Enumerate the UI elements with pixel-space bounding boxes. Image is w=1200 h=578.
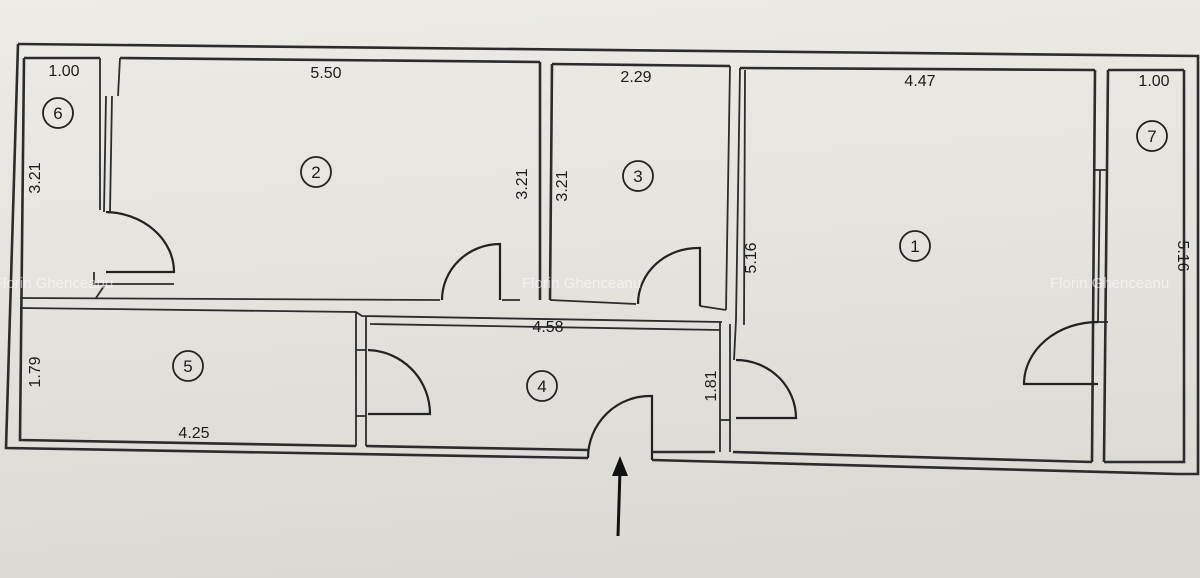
room-4-circle — [526, 370, 558, 402]
door-room1 — [735, 358, 798, 420]
room-3-circle — [622, 160, 654, 192]
room-7-number: 7 — [1147, 127, 1156, 146]
door-room7 — [1022, 320, 1099, 386]
watermark-center: Florin Ghenceanu — [522, 275, 641, 292]
dim-room2-height: 3.21 — [514, 168, 531, 199]
room-5-circle — [172, 350, 204, 382]
dim-room7-width: 1.00 — [1138, 73, 1169, 90]
dim-room4-height: 1.81 — [703, 370, 720, 401]
outer-walls — [4, 42, 1200, 476]
interior-walls — [19, 57, 1110, 463]
dim-room1-width: 4.47 — [904, 73, 935, 90]
room-2-circle — [300, 156, 332, 188]
room-4-number: 4 — [537, 377, 546, 396]
room-6-number: 6 — [53, 104, 62, 123]
room-number-markers — [42, 97, 1168, 402]
room-1-number: 1 — [910, 237, 919, 256]
dim-room2-width: 5.50 — [310, 65, 341, 82]
room-7-circle — [1136, 120, 1168, 152]
room-6-circle — [42, 97, 74, 129]
dim-room7-height: 5.16 — [1174, 240, 1191, 271]
dim-room4-width: 4.58 — [532, 319, 563, 336]
door-room3 — [636, 246, 702, 306]
dim-room5-width: 4.25 — [178, 425, 209, 442]
watermark-left: Florin Ghenceanu — [0, 275, 113, 292]
dim-room3-width: 2.29 — [620, 69, 651, 86]
watermark-right: Florin Ghenceanu — [1050, 275, 1169, 292]
door-room2 — [440, 242, 502, 301]
room-2-number: 2 — [311, 163, 320, 182]
room-1-circle — [899, 230, 931, 262]
room-3-number: 3 — [633, 167, 642, 186]
entrance-door — [586, 394, 654, 460]
door-swings — [105, 210, 1099, 460]
room-5-number: 5 — [183, 357, 192, 376]
door-room5 — [367, 348, 432, 416]
dim-room5-height: 1.79 — [27, 356, 44, 387]
dim-room3-height: 3.21 — [554, 170, 571, 201]
dim-room1-height: 5.16 — [743, 242, 760, 273]
dim-room6-width: 1.00 — [48, 63, 79, 80]
entrance-arrow — [612, 456, 628, 537]
dim-room6-height: 3.21 — [27, 162, 44, 193]
door-room6 — [105, 210, 176, 274]
